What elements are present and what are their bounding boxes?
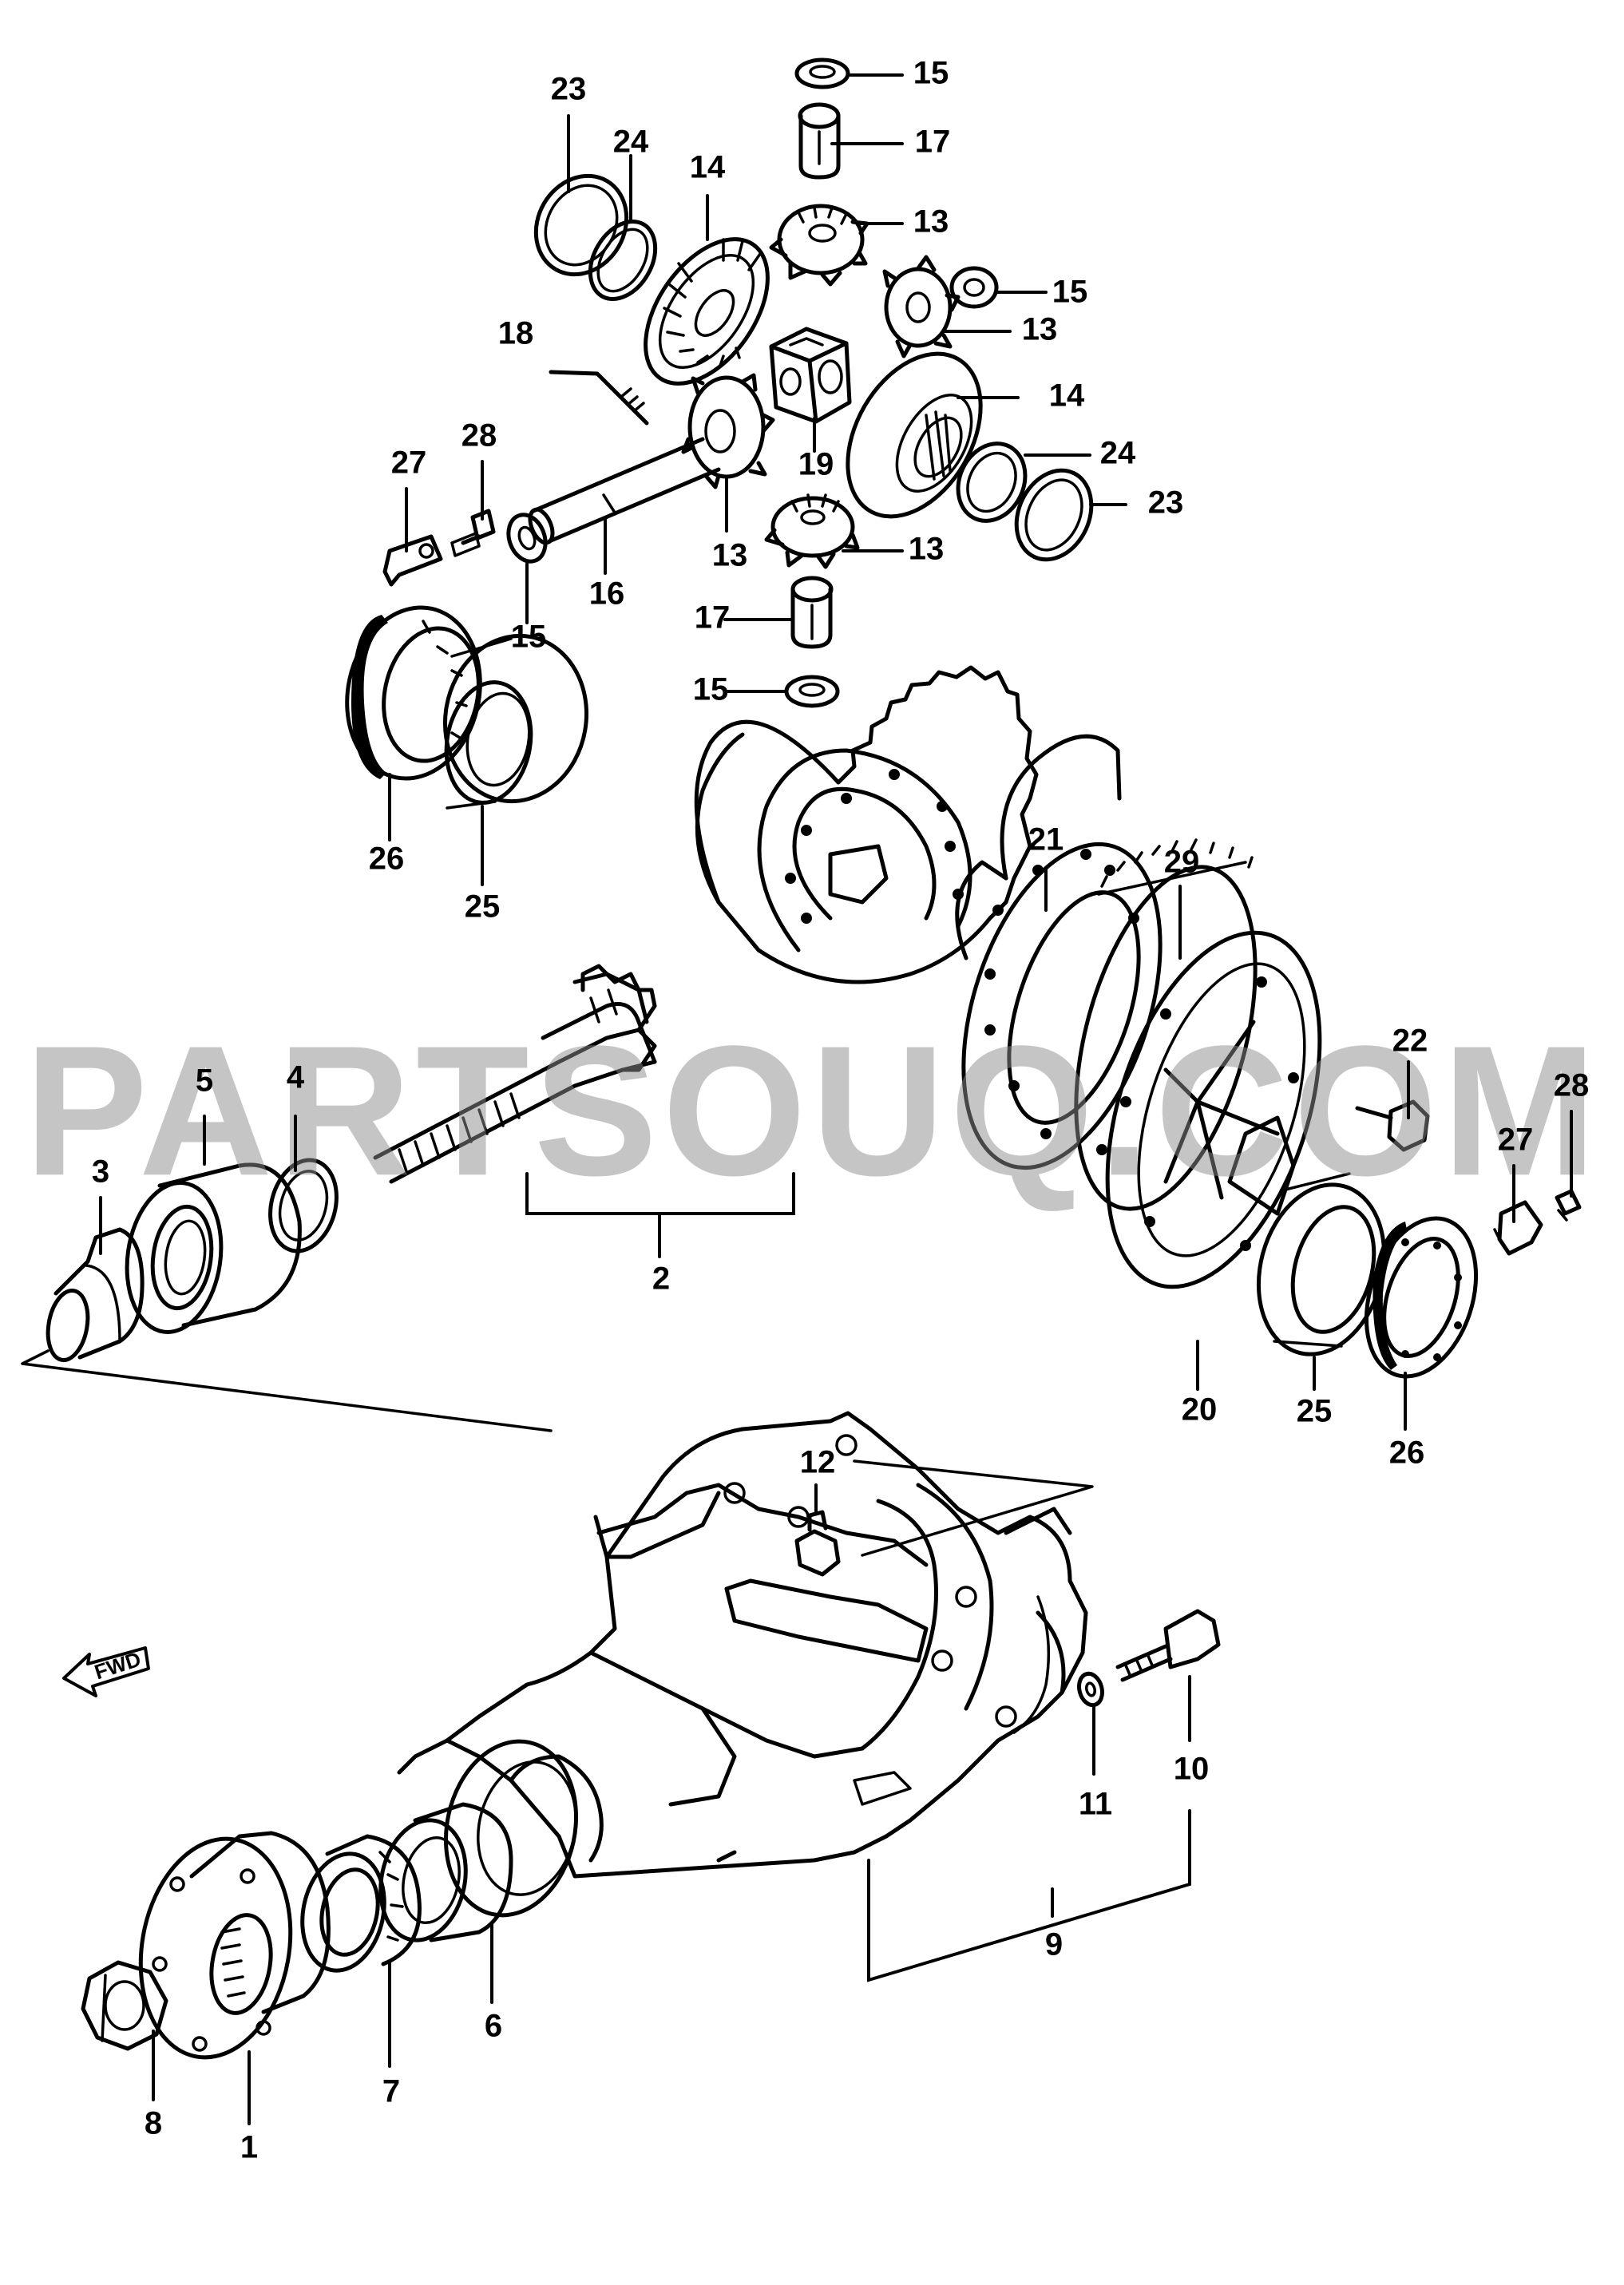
collapsible-spacer-part <box>46 1227 145 1363</box>
callout-13-lower: 13 <box>909 532 945 567</box>
callout-13-top: 13 <box>913 204 949 240</box>
callout-4: 4 <box>287 1060 305 1095</box>
companion-flange-part <box>138 1831 331 2060</box>
bearing-retainer-part <box>1364 1216 1479 1379</box>
callout-labels: 23 24 14 15 17 13 15 13 14 24 23 18 28 2… <box>92 56 1589 2165</box>
callout-7: 7 <box>382 2074 400 2109</box>
callout-2: 2 <box>652 1261 670 1297</box>
callout-24-right: 24 <box>1100 436 1136 471</box>
drive-pinion-part <box>373 964 657 1184</box>
callout-17-lower: 17 <box>695 600 731 636</box>
housing-bolt-part <box>1115 1609 1221 1682</box>
callout-22: 22 <box>1392 1024 1428 1059</box>
roller-bearing-part <box>125 1162 302 1334</box>
flange-nut-part <box>81 1960 168 2051</box>
callout-15-bottom: 15 <box>693 672 729 707</box>
differential-case-part <box>955 734 1163 1170</box>
shim-ring-part <box>533 173 629 277</box>
drive-pinion-group <box>46 964 657 1363</box>
side-gear-part <box>644 237 770 386</box>
callout-14-left: 14 <box>690 150 726 185</box>
differential-gear-group <box>382 57 1094 708</box>
lock-plate-part <box>382 534 443 587</box>
callout-10: 10 <box>1174 1752 1210 1787</box>
callout-24-left: 24 <box>613 125 649 160</box>
callout-15-shaft: 15 <box>511 620 547 655</box>
callout-8: 8 <box>145 2106 162 2141</box>
watermark: PARTSOUQ.COM <box>24 1008 1601 1214</box>
callout-21: 21 <box>1028 822 1064 857</box>
ring-gear-bolt-part <box>1355 1099 1430 1152</box>
housing-washer-part <box>1077 1671 1104 1708</box>
carrier-housing-part <box>397 1411 1088 1918</box>
callout-23-left: 23 <box>551 72 587 107</box>
callout-13-right: 13 <box>1022 312 1058 347</box>
callout-13-shaft: 13 <box>712 538 748 573</box>
callout-29: 29 <box>1164 845 1200 880</box>
callout-6: 6 <box>485 2009 502 2044</box>
callout-18: 18 <box>498 316 534 351</box>
callout-26-right: 26 <box>1389 1436 1425 1471</box>
callout-25-top: 25 <box>465 889 501 925</box>
spacer-ring-part <box>268 1158 339 1253</box>
sensor-ring-part <box>1074 838 1258 1211</box>
callout-15-right: 15 <box>1052 275 1088 310</box>
pinion-washer-part <box>949 266 999 309</box>
bearing-retainer-part <box>345 605 482 781</box>
callout-15-top: 15 <box>913 56 949 91</box>
callout-19: 19 <box>798 447 834 482</box>
differential-case-block-part <box>769 327 852 424</box>
spacer-pin-part <box>798 102 841 180</box>
pinion-gear-part <box>882 255 961 358</box>
carrier-housing-group <box>21 1349 1221 2060</box>
callout-9: 9 <box>1045 1927 1063 1962</box>
callout-11: 11 <box>1079 1787 1112 1822</box>
callout-3: 3 <box>92 1154 109 1190</box>
lock-pin-part <box>549 370 649 426</box>
lock-plate-part <box>1493 1200 1543 1256</box>
callout-16: 16 <box>589 576 625 612</box>
callout-17-top: 17 <box>915 125 951 160</box>
callout-14-right: 14 <box>1049 378 1085 414</box>
pinion-washer-part <box>506 513 548 564</box>
callout-1: 1 <box>240 2130 258 2165</box>
ring-gear-part <box>694 665 1039 984</box>
thrust-washer-part <box>956 442 1028 523</box>
lock-bolt-part <box>450 509 496 557</box>
thrust-washer-part <box>588 220 658 301</box>
callout-23-right: 23 <box>1148 485 1184 521</box>
callout-25-right: 25 <box>1297 1394 1333 1429</box>
spacer-pin-part <box>790 576 834 649</box>
callout-27-top: 27 <box>391 446 427 481</box>
side-bearing-upper-group <box>345 605 589 810</box>
pinion-gear-part <box>681 373 775 489</box>
lock-bolt-part <box>1555 1189 1582 1222</box>
roller-bearing-part <box>442 633 589 810</box>
callout-28-right: 28 <box>1554 1068 1590 1103</box>
differential-case-part <box>1105 930 1322 1289</box>
shim-ring-part <box>1014 468 1094 562</box>
ring-gear-assembly <box>694 665 1582 1379</box>
pinion-washer-part <box>794 57 850 89</box>
callout-26-top: 26 <box>369 842 405 877</box>
callout-12: 12 <box>800 1445 836 1480</box>
pinion-washer-part <box>784 675 840 708</box>
leader-lines <box>99 73 1573 2125</box>
callout-20: 20 <box>1182 1392 1218 1428</box>
callout-5: 5 <box>196 1063 213 1099</box>
pinion-shaft-part <box>528 437 721 545</box>
callout-28-top: 28 <box>461 418 497 453</box>
pinion-gear-part <box>764 493 860 569</box>
direction-arrow-icon: FWD <box>62 1646 150 1697</box>
oil-seal-part <box>300 1834 422 1973</box>
pinion-gear-part <box>769 204 869 287</box>
callout-27-right: 27 <box>1498 1123 1534 1158</box>
